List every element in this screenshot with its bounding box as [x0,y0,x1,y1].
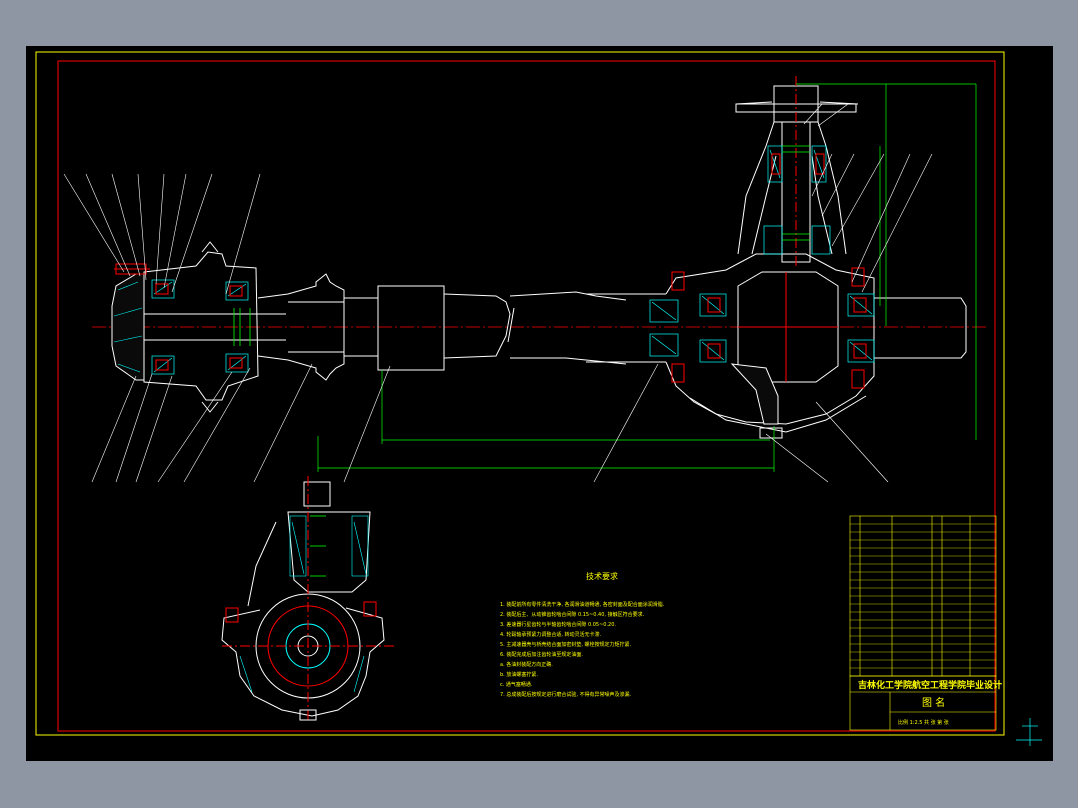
drive-axle-assembly-drawing: 技术要求 1. 装配前所有零件清洗干净, 各润滑油道畅通, 各密封面及配合面涂润… [35,51,1042,746]
inner-border [57,60,996,732]
dimension-lines [317,83,977,472]
wheel-hub-assembly [111,241,286,413]
section-view-b [221,476,396,722]
note-line: 7. 总成装配后按规定进行磨合试验, 不得有异常噪声及渗漏. [500,691,632,698]
note-line: 6. 装配完成后加注齿轮油至规定油面. [500,651,583,658]
leader-lines [63,103,933,483]
outer-frame [35,51,1005,736]
parts-list-rows [850,523,996,669]
corner-marker [1016,718,1042,746]
note-line: 5. 主减速器壳与桥壳结合面加密封垫, 螺栓按规定力矩拧紧. [500,641,632,648]
cad-drawing-canvas[interactable]: 技术要求 1. 装配前所有零件清洗干净, 各润滑油道畅通, 各密封面及配合面涂润… [26,46,1053,761]
note-line: b. 放油螺塞拧紧. [500,671,538,678]
title-block-school: 吉林化工学院航空工程学院毕业设计 [858,679,1002,691]
note-line: 2. 装配后主、从动锥齿轮啮合间隙 0.15~0.40, 接触区符合要求. [500,611,645,618]
final-drive-housing [586,85,967,439]
note-line: 4. 轮毂轴承预紧力调整合适, 转动灵活无卡滞. [500,631,602,638]
notes-title: 技术要求 [586,571,618,581]
section-view-green [310,515,326,577]
notes-block: 1. 装配前所有零件清洗干净, 各润滑油道畅通, 各密封面及配合面涂润滑脂. 2.… [500,601,665,698]
title-block [849,675,997,731]
section-view-hatch [239,515,369,693]
note-line: 3. 差速器行星齿轮与半轴齿轮啮合间隙 0.05~0.20. [500,621,616,628]
note-line: a. 各油封装配方向正确. [500,661,553,668]
pinion-green-marks [782,145,810,241]
title-block-scale: 比例 1:2.5 共 张 第 张 [898,719,949,726]
title-block-drawing-name: 图 名 [922,696,945,709]
note-line: c. 通气塞畅通. [500,681,533,688]
note-line: 1. 装配前所有零件清洗干净, 各润滑油道畅通, 各密封面及配合面涂润滑脂. [500,601,665,608]
bearing-red-marks [707,76,867,359]
